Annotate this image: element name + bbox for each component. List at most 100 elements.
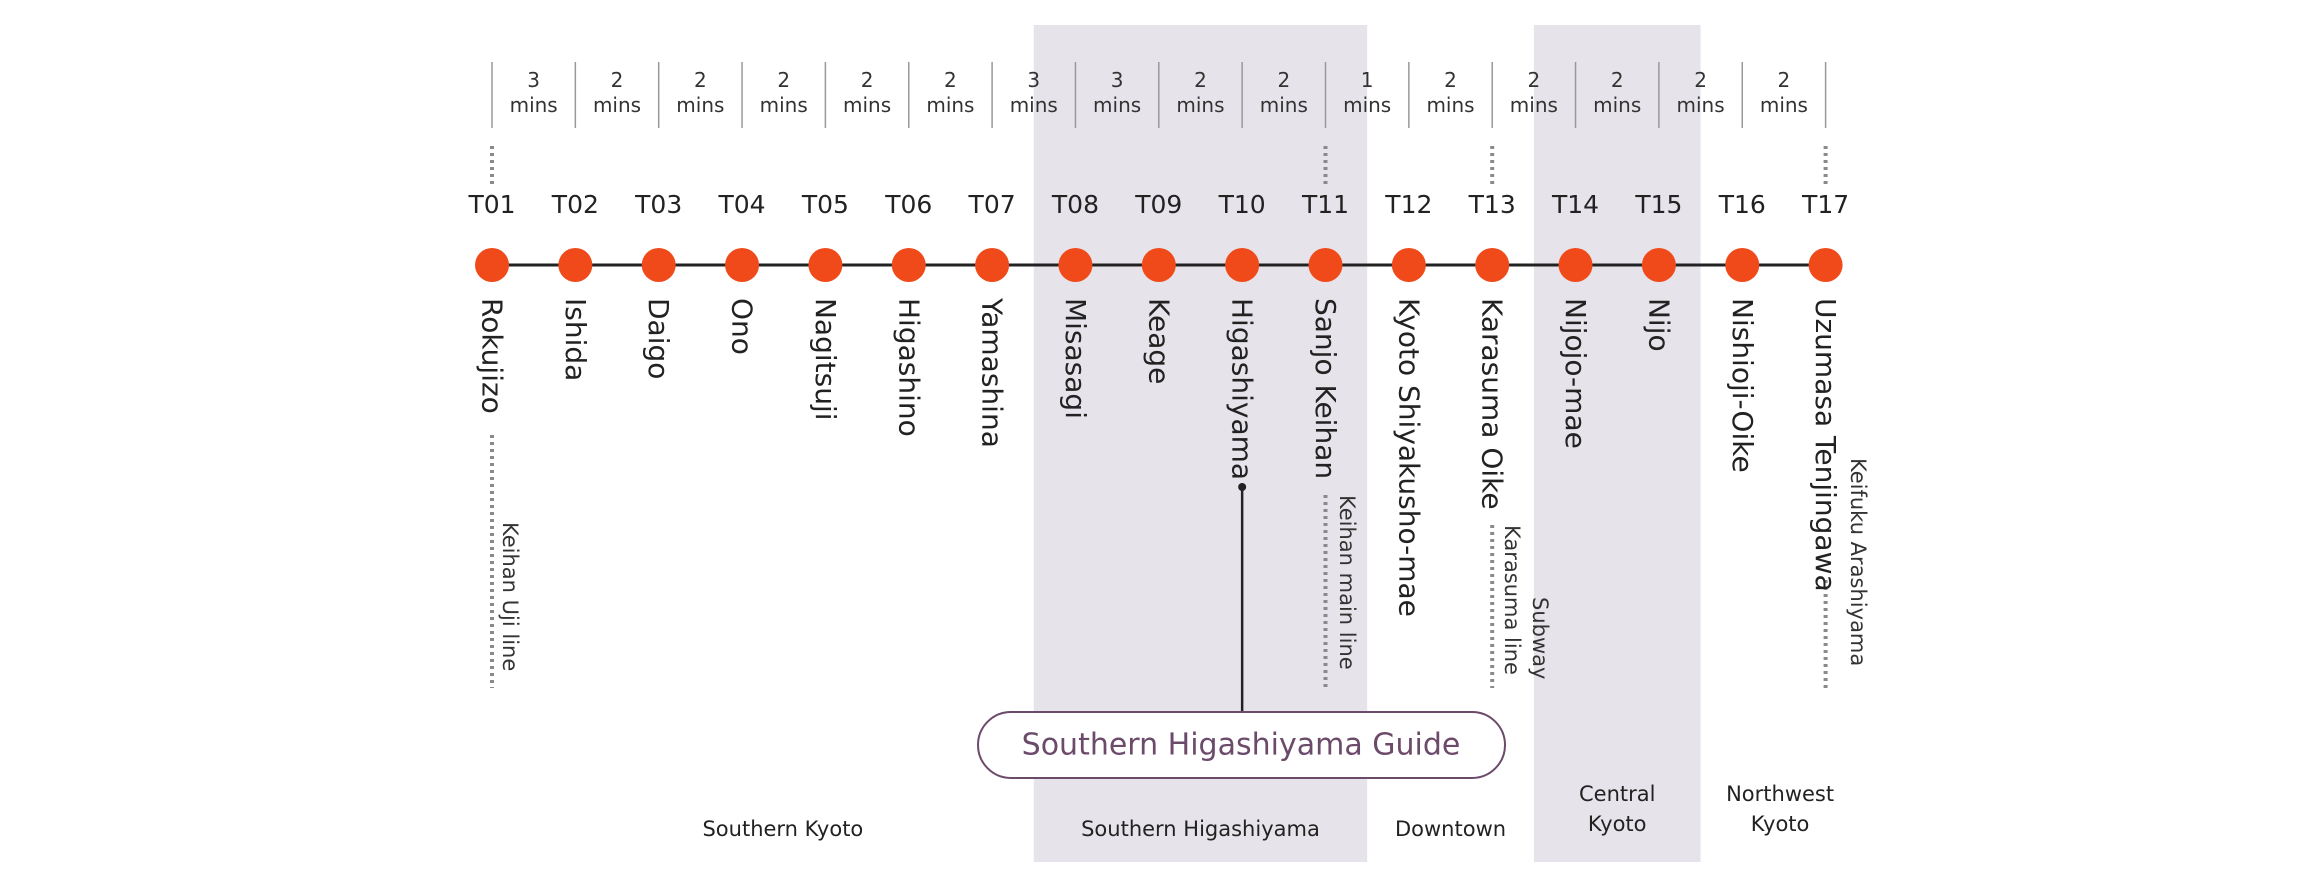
station-name[interactable]: Uzumasa Tenjingawa	[1809, 298, 1842, 592]
travel-time-unit: mins	[1426, 93, 1474, 117]
station-code: T15	[1634, 190, 1682, 219]
station-name[interactable]: Nishioji-Oike	[1726, 298, 1759, 473]
guide-callout: Southern Higashiyama Guide	[977, 483, 1506, 779]
station-code: T17	[1801, 190, 1849, 219]
travel-time-unit: mins	[593, 93, 641, 117]
travel-time-value: 3	[527, 68, 540, 92]
station-name[interactable]: Misasagi	[1059, 298, 1092, 419]
guide-button-label: Southern Higashiyama Guide	[1022, 728, 1461, 763]
travel-time-value: 2	[1277, 68, 1290, 92]
travel-time-unit: mins	[1260, 93, 1308, 117]
station-code: T08	[1051, 190, 1099, 219]
transfer-labels: Keihan Uji line Keihan main line Karasuma …	[498, 458, 1870, 679]
station-name[interactable]: Yamashina	[976, 297, 1009, 448]
travel-time-unit: mins	[1343, 93, 1391, 117]
station-dot[interactable]	[558, 248, 593, 282]
travel-times: 3mins2mins2mins2mins2mins2mins3mins3mins…	[491, 62, 1827, 128]
station-dot[interactable]	[1475, 248, 1510, 282]
station-dot[interactable]	[1391, 248, 1426, 282]
station-name[interactable]: Ono	[726, 298, 759, 355]
station-dot[interactable]	[1558, 248, 1593, 282]
travel-time-unit: mins	[926, 93, 974, 117]
travel-time-value: 3	[1111, 68, 1124, 92]
region-label: Kyoto	[1588, 812, 1647, 836]
station-code: T12	[1384, 190, 1432, 219]
travel-time-value: 2	[777, 68, 790, 92]
station-name[interactable]: Rokujizo	[476, 298, 509, 414]
travel-time-value: 3	[1027, 68, 1040, 92]
transfer-line-label: Subway	[1528, 597, 1552, 679]
travel-time-value: 2	[611, 68, 624, 92]
station-dot[interactable]	[1225, 248, 1260, 282]
station-dot[interactable]	[1058, 248, 1093, 282]
guide-button[interactable]	[977, 711, 1506, 779]
station-code: T11	[1301, 190, 1349, 219]
travel-time-unit: mins	[1510, 93, 1558, 117]
stations: T01RokujizoT02IshidaT03DaigoT04OnoT05Nag…	[467, 190, 1849, 617]
travel-time-unit: mins	[510, 93, 558, 117]
station-dot[interactable]	[641, 248, 676, 282]
region-band	[1533, 25, 1701, 862]
station-code: T03	[634, 190, 682, 219]
travel-time-value: 2	[944, 68, 957, 92]
station-dot[interactable]	[1725, 248, 1760, 282]
station-dot[interactable]	[1141, 248, 1176, 282]
travel-time-unit: mins	[1677, 93, 1725, 117]
station-dot[interactable]	[808, 248, 843, 282]
region-labels: Southern Kyoto Southern Higashiyama Downto…	[702, 782, 1834, 841]
region-label: Southern Kyoto	[702, 817, 863, 841]
station-name[interactable]: Keage	[1142, 298, 1175, 384]
station-dot[interactable]	[975, 248, 1010, 282]
region-label: Kyoto	[1751, 812, 1810, 836]
transfer-line-label: Karasuma line	[1500, 525, 1524, 675]
station-dot[interactable]	[1808, 248, 1843, 282]
travel-time-value: 2	[1778, 68, 1791, 92]
station-code: T05	[801, 190, 849, 219]
transfer-line-label: Keihan main line	[1335, 495, 1359, 670]
station-code: T10	[1218, 190, 1266, 219]
travel-time-unit: mins	[1010, 93, 1058, 117]
travel-time-unit: mins	[760, 93, 808, 117]
station-code: T01	[467, 190, 515, 219]
station-name[interactable]: Daigo	[642, 298, 675, 379]
travel-time-unit: mins	[843, 93, 891, 117]
travel-time-value: 2	[1444, 68, 1457, 92]
travel-time-value: 2	[1528, 68, 1541, 92]
station-code: T07	[968, 190, 1016, 219]
station-code: T16	[1718, 190, 1766, 219]
region-label: Downtown	[1395, 817, 1506, 841]
travel-time-value: 2	[1611, 68, 1624, 92]
transfer-line-label: Keihan Uji line	[498, 522, 522, 671]
station-name[interactable]: Ishida	[559, 298, 592, 381]
region-label: Southern Higashiyama	[1081, 817, 1320, 841]
travel-time-unit: mins	[676, 93, 724, 117]
station-code: T09	[1134, 190, 1182, 219]
transfer-line-label: Keifuku Arashiyama	[1846, 458, 1870, 666]
station-dot[interactable]	[475, 248, 509, 282]
station-dot[interactable]	[1641, 248, 1676, 282]
travel-time-unit: mins	[1176, 93, 1224, 117]
station-name[interactable]: Higashino	[892, 298, 925, 437]
travel-time-value: 2	[694, 68, 707, 92]
station-dot[interactable]	[1308, 248, 1343, 282]
station-code: T06	[884, 190, 932, 219]
station-name[interactable]: Nagitsuji	[809, 298, 842, 421]
station-name[interactable]: Higashiyama	[1226, 298, 1259, 480]
station-dot[interactable]	[725, 248, 760, 282]
station-name[interactable]: Nijo	[1642, 298, 1675, 352]
station-name[interactable]: Sanjo Keihan	[1309, 298, 1342, 479]
travel-time-value: 1	[1361, 68, 1374, 92]
travel-time-unit: mins	[1593, 93, 1641, 117]
travel-time-value: 2	[1194, 68, 1207, 92]
travel-time-unit: mins	[1093, 93, 1141, 117]
station-name[interactable]: Nijojo-mae	[1559, 298, 1592, 449]
station-name[interactable]: Kyoto Shiyakusho-mae	[1392, 298, 1425, 617]
station-code: T04	[718, 190, 766, 219]
travel-time-value: 2	[1694, 68, 1707, 92]
travel-time-value: 2	[861, 68, 874, 92]
station-dot[interactable]	[891, 248, 926, 282]
station-name[interactable]: Karasuma Oike	[1476, 298, 1509, 510]
region-label: Central	[1579, 782, 1655, 806]
station-code: T13	[1468, 190, 1516, 219]
